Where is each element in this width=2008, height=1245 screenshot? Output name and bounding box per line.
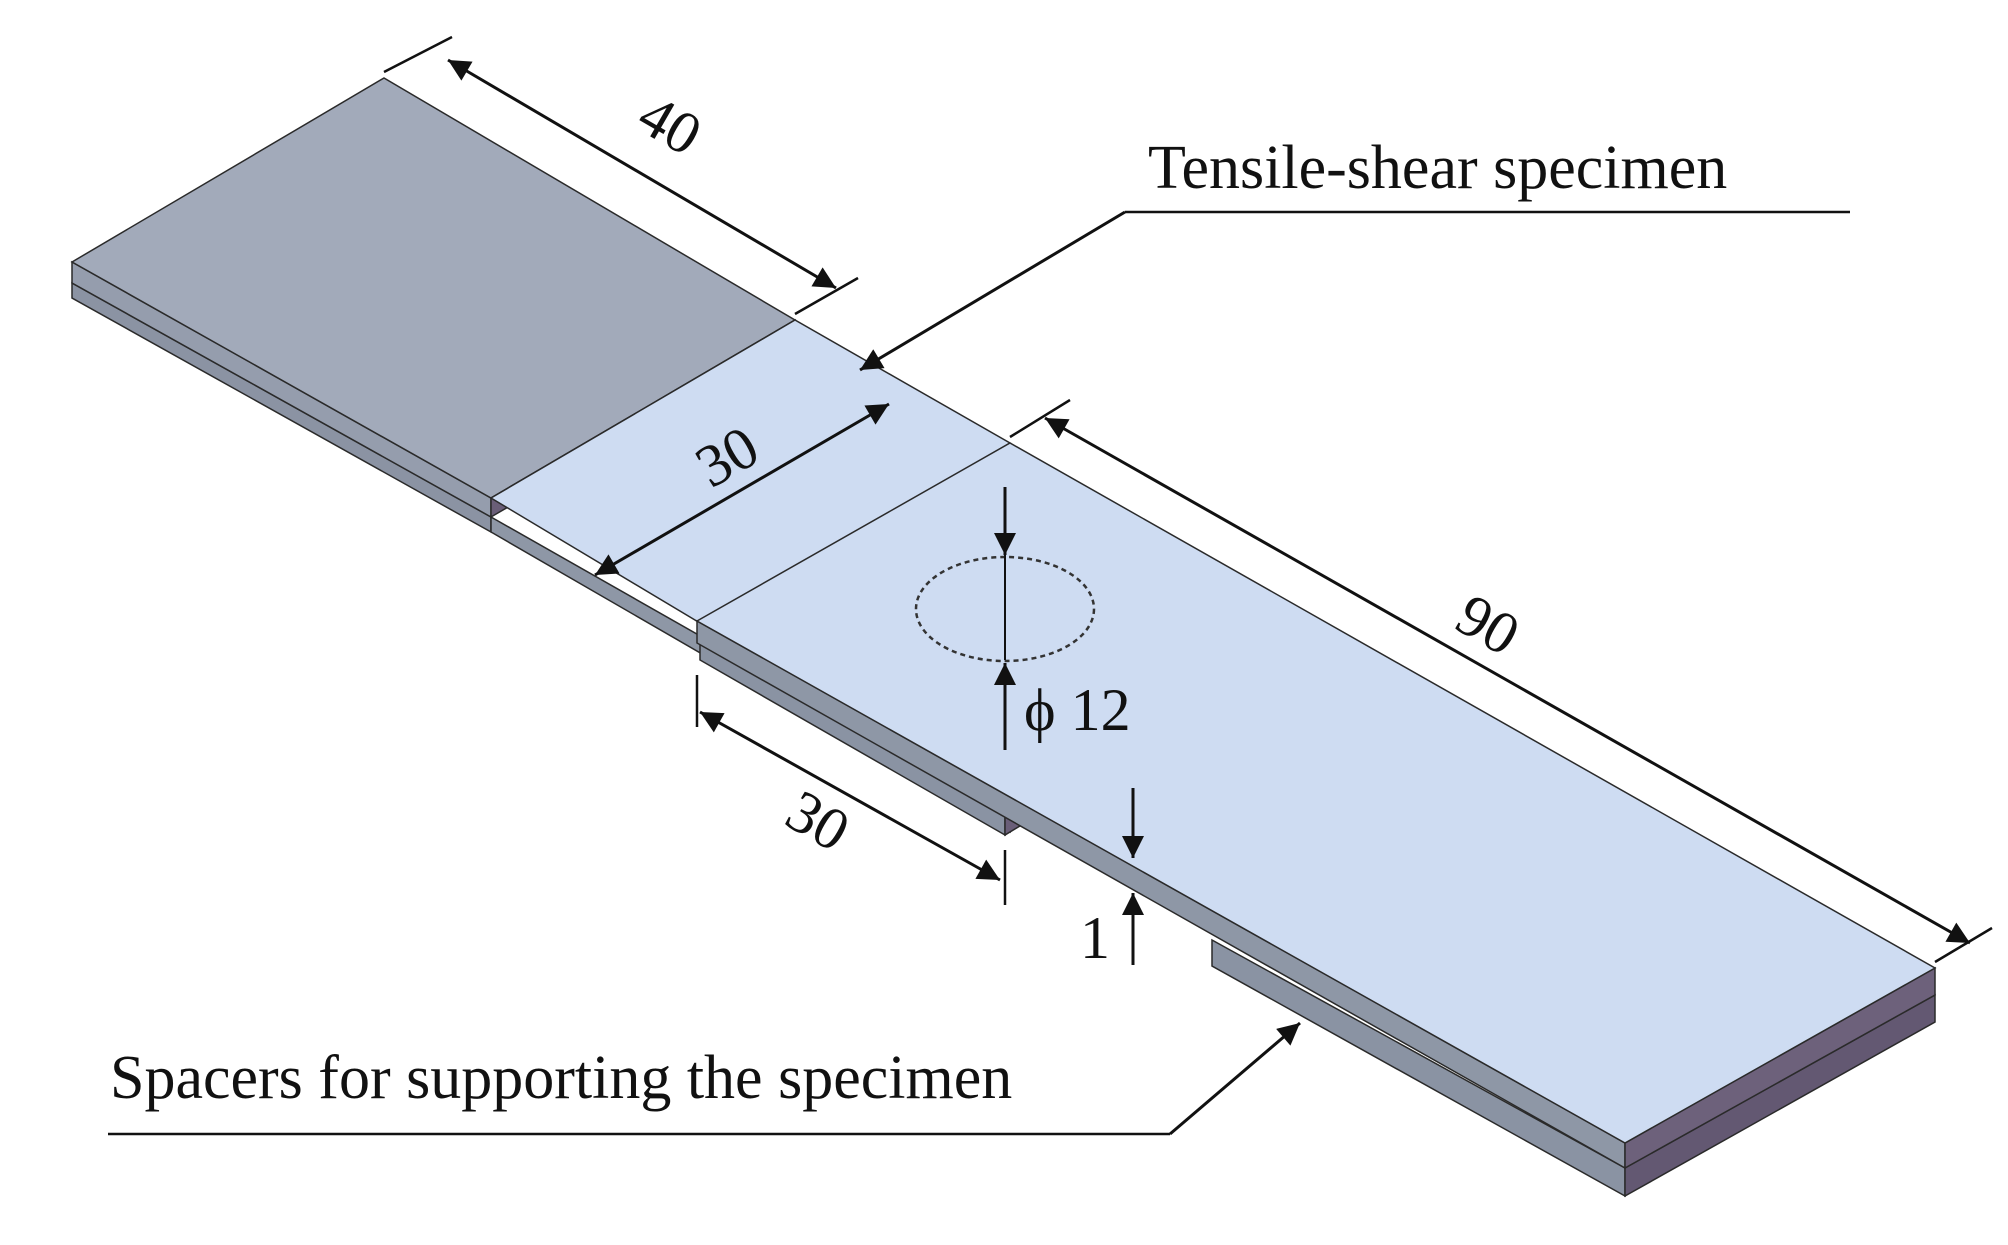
right-spacer <box>1211 938 1936 1198</box>
dimension-40-label: 40 <box>628 81 713 168</box>
dimension-90-label: 90 <box>1446 581 1531 668</box>
dimension-hole-diameter: ϕ 12 <box>994 487 1131 750</box>
dimension-hole-diameter-label: ϕ 12 <box>1024 677 1131 743</box>
callout-tensile-shear-label: Tensile-shear specimen <box>1148 134 1727 202</box>
dimension-thickness: 1 <box>1080 788 1144 971</box>
upper-plate-top <box>695 442 1937 1144</box>
callout-spacers: Spacers for supporting the specimen <box>108 1021 1301 1136</box>
callout-spacers-label: Spacers for supporting the specimen <box>110 1044 1012 1112</box>
callout-tensile-shear: Tensile-shear specimen <box>859 134 1850 372</box>
dimension-thickness-label: 1 <box>1080 905 1110 971</box>
dimension-30-length-label: 30 <box>776 777 861 864</box>
